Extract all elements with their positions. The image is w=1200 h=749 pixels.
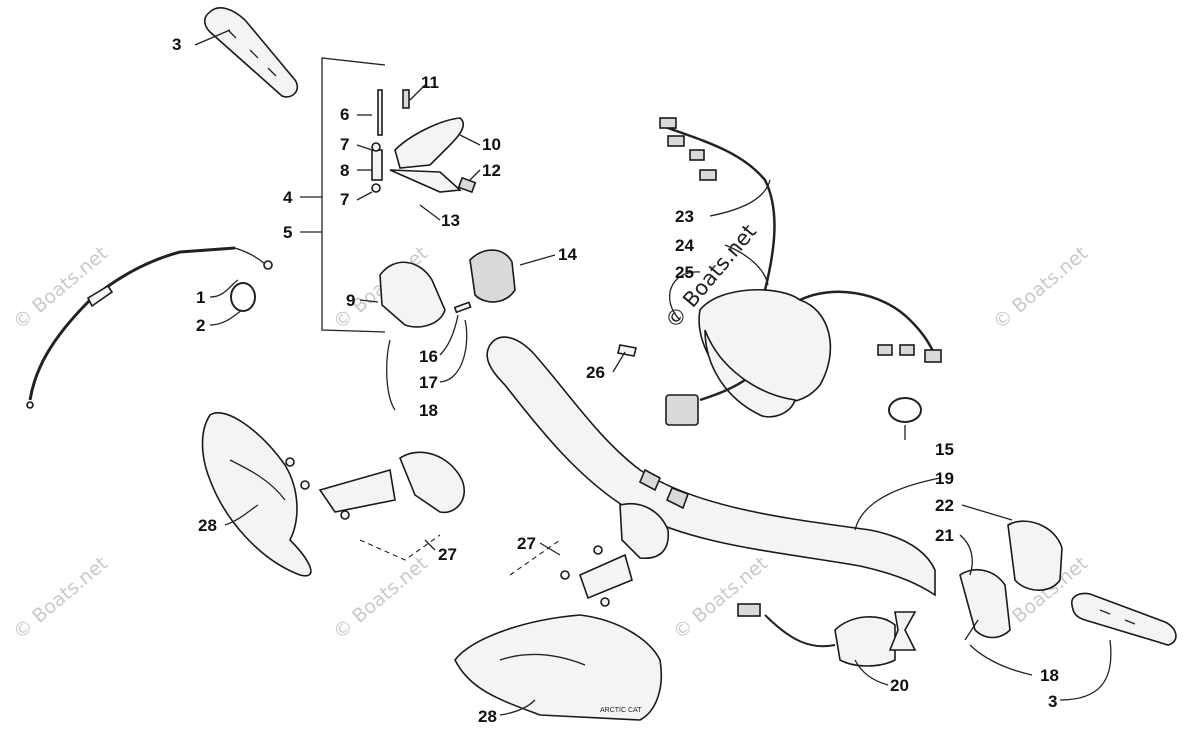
left-grip — [203, 7, 299, 98]
callout-25: 25 — [675, 263, 694, 282]
front-hood: ARCTIC CAT — [454, 614, 663, 721]
watermark: © Boats.net — [9, 552, 112, 643]
callout-6: 6 — [340, 105, 349, 124]
callout-18: 18 — [1040, 666, 1059, 685]
wiring-harness — [617, 117, 942, 426]
callout-7: 7 — [340, 190, 349, 209]
leader-lines — [194, 29, 1112, 716]
bracket-frame — [321, 57, 386, 333]
thumb-throttle — [737, 603, 917, 667]
watermark: © Boats.net — [9, 242, 112, 333]
callout-16: 16 — [419, 347, 438, 366]
watermark: © Boats.net — [669, 552, 772, 643]
brake-lever — [371, 89, 477, 194]
right-mount — [509, 503, 669, 607]
callout-9: 9 — [346, 291, 355, 310]
callout-27: 27 — [517, 534, 536, 553]
callout-22: 22 — [935, 496, 954, 515]
handlebar — [486, 336, 936, 597]
callout-13: 13 — [441, 211, 460, 230]
watermark: © Boats.net — [989, 242, 1092, 333]
callout-2: 2 — [196, 316, 205, 335]
callout-labels: 3 6 11 7 10 8 12 4 7 13 5 14 1 2 9 16 17… — [172, 35, 1059, 726]
callout-12: 12 — [482, 161, 501, 180]
callout-18: 18 — [419, 401, 438, 420]
right-grip — [1070, 592, 1177, 646]
watermark: © Boats.net — [329, 552, 432, 643]
callout-24: 24 — [675, 236, 694, 255]
callout-10: 10 — [482, 135, 501, 154]
callout-21: 21 — [935, 526, 954, 545]
callout-28: 28 — [198, 516, 217, 535]
callout-3: 3 — [172, 35, 181, 54]
clip-ring-right — [888, 397, 922, 423]
callout-20: 20 — [890, 676, 909, 695]
clip-ring-left — [230, 282, 256, 312]
callout-26: 26 — [586, 363, 605, 382]
callout-4: 4 — [283, 188, 293, 207]
left-switch-housing — [379, 249, 516, 328]
left-mount — [285, 451, 465, 561]
callout-17: 17 — [419, 373, 438, 392]
callout-27: 27 — [438, 545, 457, 564]
callout-5: 5 — [283, 223, 292, 242]
callout-3: 3 — [1048, 692, 1057, 711]
callout-14: 14 — [558, 245, 577, 264]
callout-8: 8 — [340, 161, 349, 180]
left-hand-guard — [201, 412, 312, 577]
callout-15: 15 — [935, 440, 954, 459]
callout-28: 28 — [478, 707, 497, 726]
callout-23: 23 — [675, 207, 694, 226]
throttle-cable — [26, 246, 273, 409]
callout-19: 19 — [935, 469, 954, 488]
hood-logo: ARCTIC CAT — [600, 707, 642, 714]
callout-11: 11 — [421, 73, 439, 92]
callout-1: 1 — [196, 288, 205, 307]
callout-7: 7 — [340, 135, 349, 154]
right-switch — [959, 520, 1063, 641]
